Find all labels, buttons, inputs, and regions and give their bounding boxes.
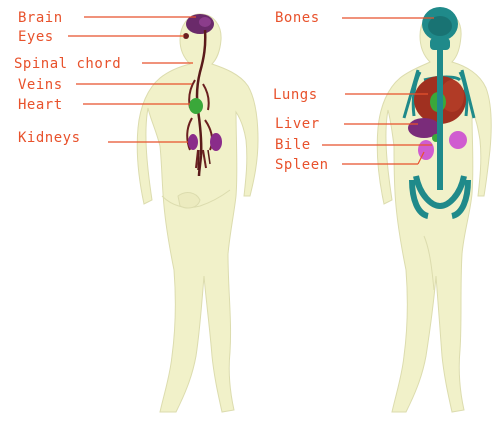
label-spinal-chord: Spinal chord	[14, 56, 121, 72]
label-spleen: Spleen	[275, 157, 329, 173]
stomach-organ	[449, 131, 467, 149]
label-heart: Heart	[18, 97, 63, 113]
label-kidneys: Kidneys	[18, 130, 81, 146]
left-body-figure	[137, 14, 258, 412]
label-eyes: Eyes	[18, 29, 54, 45]
label-veins: Veins	[18, 77, 63, 93]
label-lungs: Lungs	[273, 87, 318, 103]
kidney-left-organ	[188, 134, 198, 150]
label-bones: Bones	[275, 10, 320, 26]
right-body-figure	[377, 10, 491, 412]
right-body-silhouette	[377, 10, 491, 412]
label-liver: Liver	[275, 116, 320, 132]
brain-organ-shade	[199, 17, 211, 27]
skull-bone-dark	[428, 16, 452, 36]
kidney-right-organ	[210, 133, 222, 151]
left-body-silhouette	[137, 14, 258, 412]
label-brain: Brain	[18, 10, 63, 26]
spleen-organ	[418, 140, 434, 160]
jaw-bone	[430, 38, 450, 50]
heart-organ	[189, 98, 203, 114]
label-bile: Bile	[275, 137, 311, 153]
